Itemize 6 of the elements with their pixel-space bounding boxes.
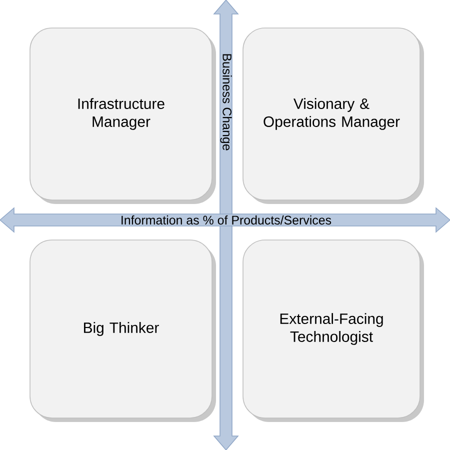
axis-label: Information as % of Products/Services (122, 215, 332, 225)
axis-label: Business Change (220, 54, 232, 150)
rounded-box: Big Thinker (30, 240, 216, 422)
rounded-box: Infrastructure Manager (30, 28, 216, 204)
rounded-box: External-Facing Technologist (242, 240, 424, 422)
rounded-box: Visionary & Operations Manager (242, 28, 424, 204)
